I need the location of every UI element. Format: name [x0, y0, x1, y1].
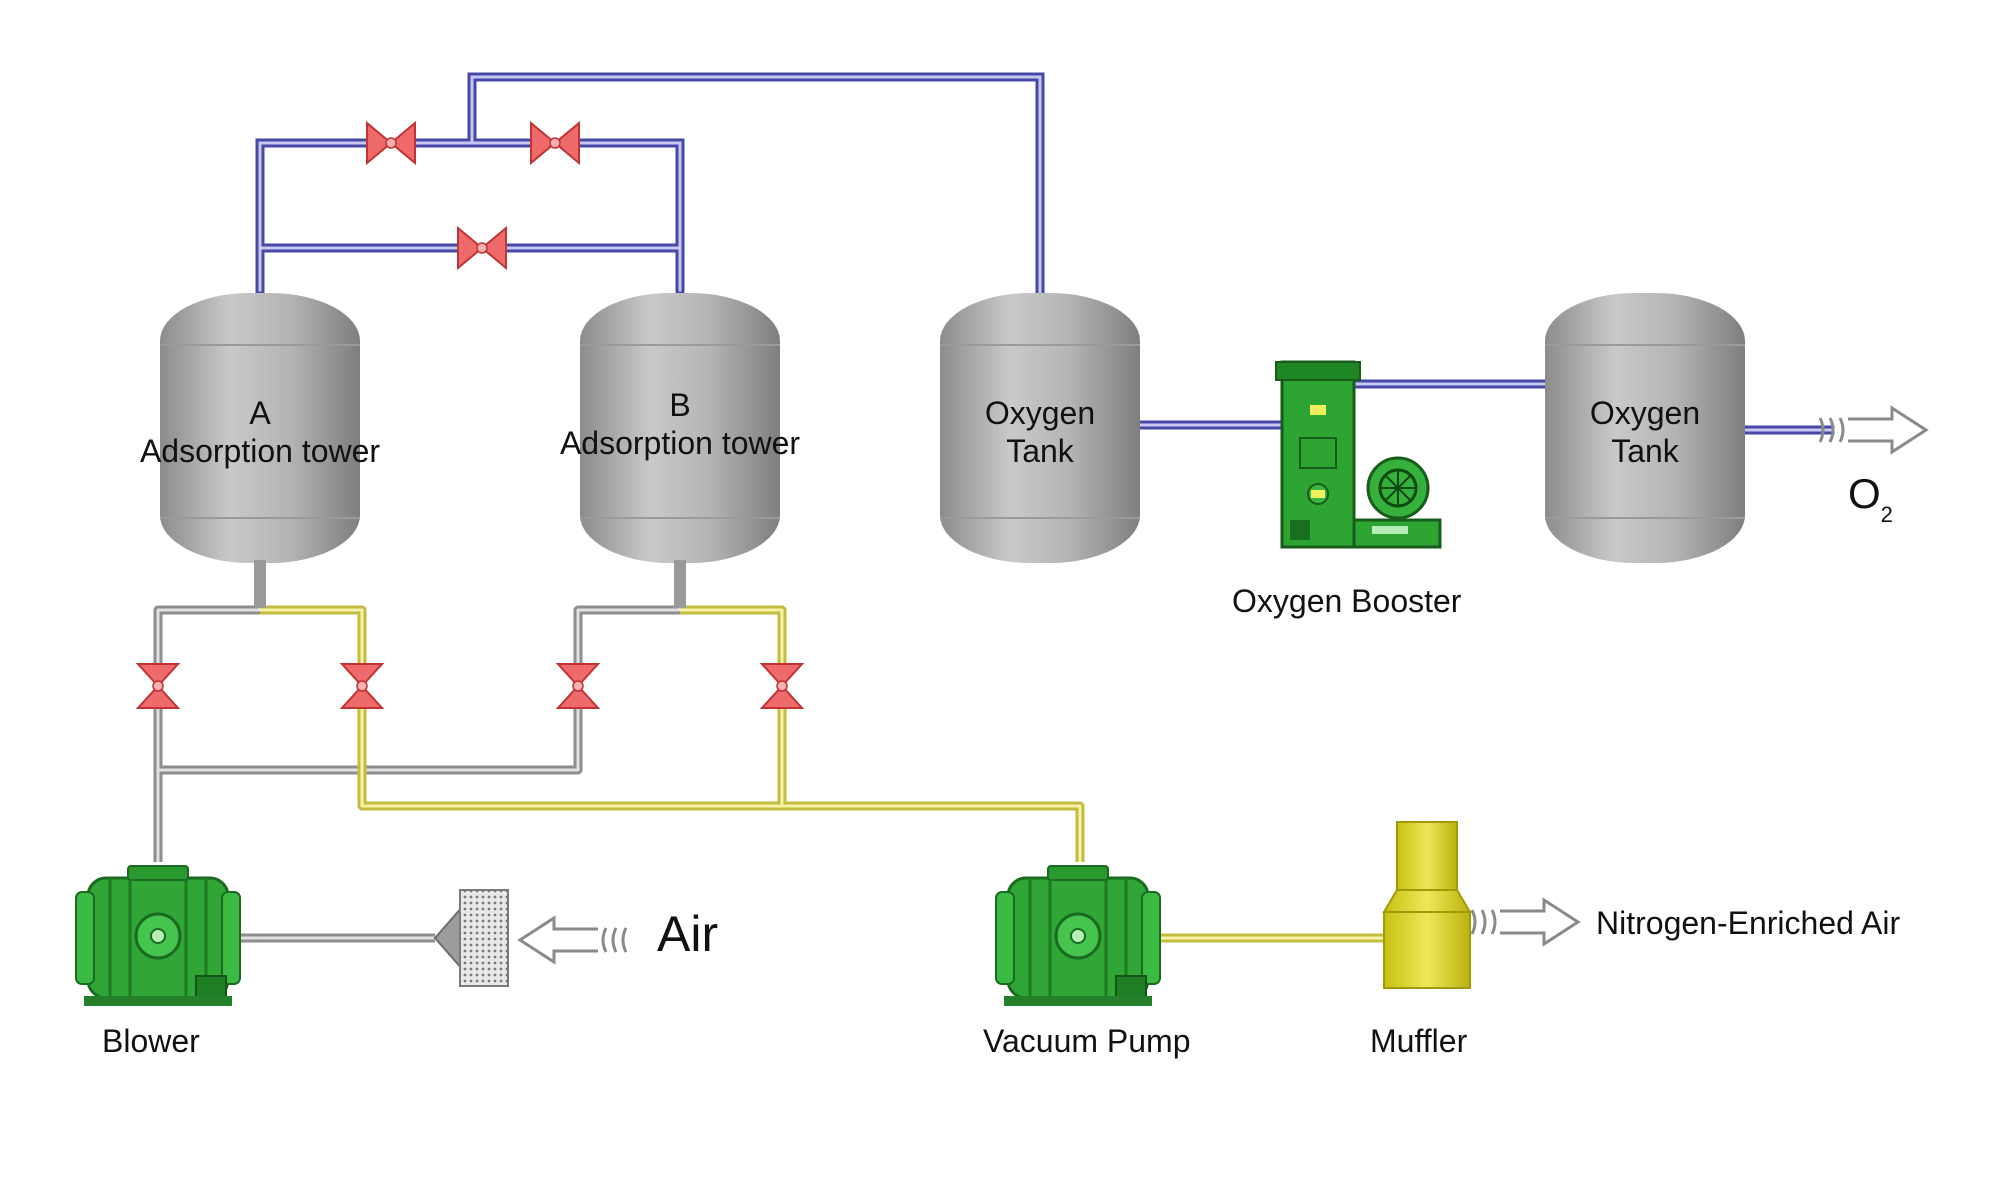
muffler — [1382, 821, 1472, 989]
oxygen-tank-2-label: Oxygen Tank — [1545, 394, 1745, 470]
oxygen-outlet-arrow-icon — [1818, 406, 1928, 454]
o2-main: O — [1848, 470, 1881, 517]
oxygen-tank-2 — [1545, 293, 1745, 563]
tower-b-label: B Adsorption tower — [560, 386, 800, 462]
valve-b-exhaust — [761, 663, 803, 709]
vacuum-pump-label: Vacuum Pump — [983, 1023, 1191, 1059]
valve-a-feed — [137, 663, 179, 709]
oxygen-tank-2-line1: Oxygen — [1589, 395, 1701, 431]
oxygen-booster-label: Oxygen Booster — [1232, 583, 1462, 619]
valve-top-left — [366, 122, 416, 164]
blower-label: Blower — [102, 1023, 200, 1059]
tower-b-letter: B — [669, 387, 691, 423]
valve-top-right — [530, 122, 580, 164]
air-label: Air — [657, 906, 719, 962]
tower-a-label: A Adsorption tower — [140, 394, 380, 470]
vacuum-pump-machine — [994, 864, 1162, 1008]
tower-a-name: Adsorption tower — [139, 433, 381, 469]
muffler-label: Muffler — [1370, 1023, 1468, 1059]
oxygen-tank-1-line1: Oxygen — [984, 395, 1096, 431]
nitrogen-outlet-arrow-icon — [1470, 898, 1580, 946]
valve-a-exhaust — [341, 663, 383, 709]
oxygen-booster — [1275, 360, 1442, 549]
tower-b-name: Adsorption tower — [559, 425, 801, 461]
o2-subscript: 2 — [1880, 502, 1893, 527]
tower-a — [160, 293, 360, 608]
oxygen-tank-1-line2: Tank — [1006, 433, 1074, 469]
valve-equalization — [457, 227, 507, 269]
valve-b-feed — [557, 663, 599, 709]
tower-b — [580, 293, 780, 608]
oxygen-tank-2-line2: Tank — [1611, 433, 1679, 469]
blower-machine — [74, 864, 242, 1008]
air-intake-filter — [433, 889, 509, 987]
air-pipes — [153, 555, 685, 943]
o2-label: O2 — [1848, 470, 1893, 539]
nitrogen-label: Nitrogen-Enriched Air — [1596, 905, 1901, 941]
tower-a-letter: A — [249, 395, 271, 431]
oxygen-pipes — [255, 72, 1835, 435]
oxygen-tank-1-label: Oxygen Tank — [940, 394, 1140, 470]
air-inlet-arrow-icon — [518, 916, 628, 964]
oxygen-tank-1 — [940, 293, 1140, 563]
